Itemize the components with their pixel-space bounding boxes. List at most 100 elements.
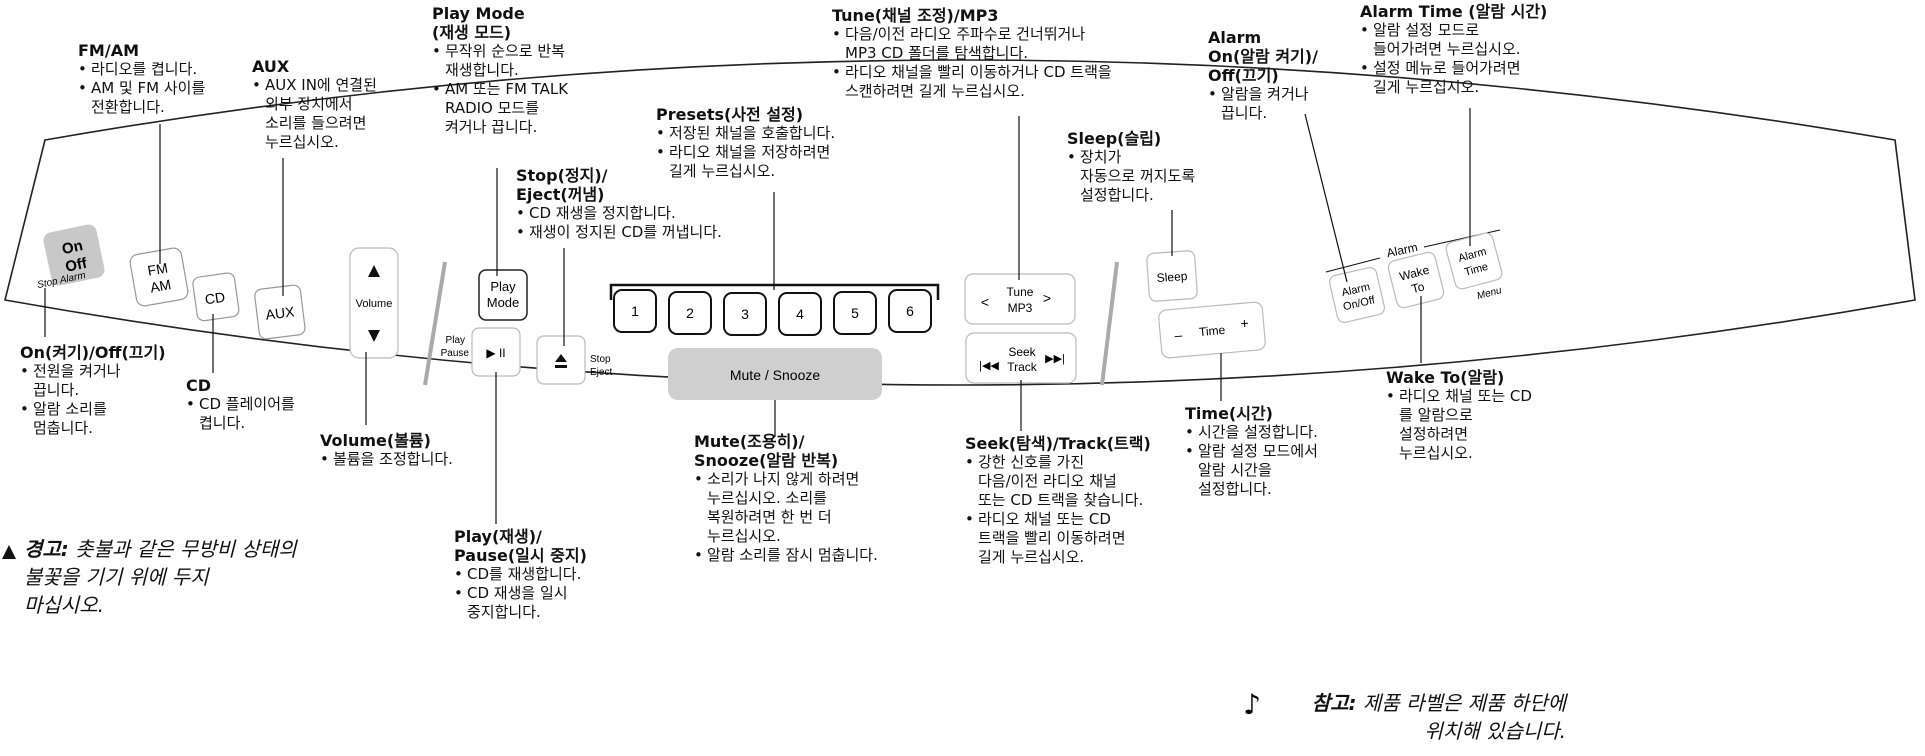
aux-button[interactable]: AUX bbox=[254, 284, 306, 340]
callout-on-off: On(켜기)/Off(끄기) 전원을 켜거나 끕니다. 알람 소리를 멈춥니다. bbox=[20, 343, 210, 438]
callout-bullet: 알람 설정 모드에서 알람 시간을 설정합니다. bbox=[1185, 442, 1365, 499]
alarm-group-label: Alarm bbox=[1385, 240, 1419, 260]
time-minus-icon: – bbox=[1174, 327, 1183, 344]
preset-1-button[interactable]: 1 bbox=[613, 289, 657, 333]
callout-wake-to: Wake To(알람) 라디오 채널 또는 CD 를 알람으로 설정하려면 누르… bbox=[1386, 368, 1586, 463]
svg-text:Volume: Volume bbox=[356, 298, 393, 310]
svg-text:Off: Off bbox=[64, 254, 90, 275]
callout-bullet: 다음/이전 라디오 주파수로 건너뛰거나 MP3 CD 폴더를 탐색합니다. bbox=[832, 25, 1162, 63]
tune-mp3-button[interactable]: Tune MP3 < > bbox=[964, 273, 1076, 325]
svg-text:Tune: Tune bbox=[1007, 285, 1034, 299]
volume-down-icon[interactable] bbox=[368, 330, 380, 342]
callout-bullet: 라디오 채널 또는 CD 트랙을 빨리 이동하려면 길게 누르십시오. bbox=[965, 510, 1185, 567]
preset-6-button[interactable]: 6 bbox=[888, 289, 932, 333]
callout-title: Play Mode (재생 모드) bbox=[432, 4, 525, 42]
cd-button[interactable]: CD bbox=[192, 272, 240, 322]
preset-3-button[interactable]: 3 bbox=[723, 292, 767, 336]
volume-up-icon[interactable] bbox=[368, 265, 380, 277]
panel-outline bbox=[4, 59, 1916, 386]
callout-title: Wake To(알람) bbox=[1386, 368, 1505, 387]
callout-bullet: 장치가 자동으로 꺼지도록 설정합니다. bbox=[1067, 148, 1257, 205]
time-button[interactable]: Time – + bbox=[1158, 301, 1266, 359]
preset-2-button[interactable]: 2 bbox=[668, 291, 712, 335]
callout-bullet: 알람 소리를 잠시 멈춥니다. bbox=[694, 546, 934, 565]
svg-text:AM: AM bbox=[149, 276, 172, 295]
note-label: 참고: bbox=[1311, 691, 1357, 715]
stop-eject-label: Stop bbox=[590, 354, 611, 365]
callout-time: Time(시간) 시간을 설정합니다. 알람 설정 모드에서 알람 시간을 설정… bbox=[1185, 404, 1365, 499]
callout-bullet: 전원을 켜거나 끕니다. bbox=[20, 362, 210, 400]
panel-divider bbox=[1100, 261, 1119, 386]
sleep-button[interactable]: Sleep bbox=[1146, 250, 1198, 302]
callout-volume: Volume(볼륨) 볼륨을 조정합니다. bbox=[320, 431, 510, 469]
callout-title: Alarm Time (알람 시간) bbox=[1360, 2, 1548, 21]
callout-title: Volume(볼륨) bbox=[320, 431, 431, 450]
callout-title: Tune(채널 조정)/MP3 bbox=[832, 6, 999, 25]
callout-bullet: 알람을 켜거나 끕니다. bbox=[1208, 85, 1368, 123]
music-note-icon: ♪ bbox=[1243, 688, 1261, 721]
stop-eject-label: Eject bbox=[590, 367, 612, 378]
callout-fm-am: FM/AM 라디오를 켭니다. AM 및 FM 사이를 전환합니다. bbox=[78, 41, 238, 117]
svg-text:6: 6 bbox=[906, 303, 914, 319]
svg-text:Seek: Seek bbox=[1008, 345, 1036, 359]
svg-text:Play: Play bbox=[490, 279, 516, 294]
play-pause-label: Pause bbox=[441, 348, 470, 359]
svg-text:1: 1 bbox=[631, 303, 639, 319]
callout-bullet: 재생이 정지된 CD를 꺼냅니다. bbox=[516, 223, 786, 242]
leader-lines bbox=[44, 108, 1471, 524]
svg-text:3: 3 bbox=[741, 306, 749, 322]
preset-5-button[interactable]: 5 bbox=[833, 291, 877, 335]
callout-title: Play(재생)/ Pause(일시 중지) bbox=[454, 527, 587, 565]
stop-eject-button[interactable] bbox=[536, 335, 586, 385]
callout-bullet: 소리가 나지 않게 하려면 누르십시오. 소리를 복원하려면 한 번 더 누르십… bbox=[694, 470, 934, 546]
callout-title: CD bbox=[186, 376, 212, 395]
callout-bullet: 저장된 채널을 호출합니다. bbox=[656, 124, 896, 143]
callout-title: Seek(탐색)/Track(트랙) bbox=[965, 434, 1151, 453]
callout-aux: AUX AUX IN에 연결된 외부 장치에서 소리를 들으려면 누르십시오. bbox=[252, 57, 422, 152]
callout-bullet: AUX IN에 연결된 외부 장치에서 소리를 들으려면 누르십시오. bbox=[252, 76, 422, 152]
callout-title: AUX bbox=[252, 57, 290, 76]
callout-title: Alarm On(알람 켜기)/ Off(끄기) bbox=[1208, 28, 1318, 85]
callout-cd: CD CD 플레이어를 켭니다. bbox=[186, 376, 336, 433]
on-off-button[interactable]: On Off bbox=[42, 223, 106, 287]
seek-forward-icon: ▶▶| bbox=[1045, 353, 1065, 365]
fm-am-button[interactable]: FM AM bbox=[129, 247, 189, 307]
warning-note: 경고: 촛불과 같은 무방비 상태의 불꽃을 기기 위에 두지 마십시오. bbox=[24, 535, 354, 619]
seek-back-icon: |◀◀ bbox=[979, 360, 999, 372]
callout-bullet: 무작위 순으로 반복 재생합니다. bbox=[432, 42, 632, 80]
volume-button[interactable]: Volume bbox=[349, 247, 399, 359]
svg-text:MP3: MP3 bbox=[1008, 301, 1033, 315]
callout-bullet: 라디오 채널을 저장하려면 길게 누르십시오. bbox=[656, 143, 896, 181]
callout-title: Mute(조용히)/ Snooze(알람 반복) bbox=[694, 432, 839, 470]
svg-text:5: 5 bbox=[851, 305, 859, 321]
callout-stop-eject: Stop(정지)/ Eject(꺼냄) CD 재생을 정지합니다. 재생이 정지… bbox=[516, 166, 786, 242]
preset-4-button[interactable]: 4 bbox=[778, 292, 822, 336]
svg-text:AUX: AUX bbox=[265, 303, 296, 322]
warning-label: 경고: bbox=[24, 537, 69, 561]
eject-icon bbox=[555, 354, 567, 368]
play-mode-button[interactable]: Play Mode bbox=[478, 269, 528, 321]
callout-seek-track: Seek(탐색)/Track(트랙) 강한 신호를 가진 다음/이전 라디오 채… bbox=[965, 434, 1185, 567]
svg-text:On: On bbox=[60, 237, 84, 258]
callout-tune: Tune(채널 조정)/MP3 다음/이전 라디오 주파수로 건너뛰거나 MP3… bbox=[832, 6, 1162, 101]
warning-icon bbox=[2, 545, 16, 559]
play-pause-button[interactable]: ▶ II bbox=[471, 327, 521, 377]
callout-play-mode: Play Mode (재생 모드) 무작위 순으로 반복 재생합니다. AM 또… bbox=[432, 4, 632, 137]
wake-to-button[interactable]: Wake To bbox=[1387, 251, 1445, 309]
callout-bullet: AM 또는 FM TALK RADIO 모드를 켜거나 끕니다. bbox=[432, 80, 632, 137]
svg-text:Track: Track bbox=[1007, 360, 1038, 374]
warning-text: 촛불과 같은 무방비 상태의 불꽃을 기기 위에 두지 마십시오. bbox=[24, 537, 297, 617]
seek-track-button[interactable]: Seek Track |◀◀ ▶▶| bbox=[965, 332, 1077, 384]
time-plus-icon: + bbox=[1240, 315, 1250, 332]
callout-bullet: 라디오 채널을 빨리 이동하거나 CD 트랙을 스캔하려면 길게 누르십시오. bbox=[832, 63, 1162, 101]
alarm-on-off-button[interactable]: Alarm On/Off bbox=[1328, 266, 1386, 324]
mute-snooze-button[interactable]: Mute / Snooze bbox=[668, 348, 882, 400]
svg-text:4: 4 bbox=[796, 306, 804, 322]
callout-title: On(켜기)/Off(끄기) bbox=[20, 343, 166, 362]
callout-bullet: CD 재생을 일시 중지합니다. bbox=[454, 584, 634, 622]
callout-bullet: CD 플레이어를 켭니다. bbox=[186, 395, 336, 433]
callout-bullet: 알람 소리를 멈춥니다. bbox=[20, 400, 210, 438]
alarm-time-button[interactable]: Alarm Time bbox=[1445, 232, 1504, 291]
play-pause-label: Play bbox=[446, 335, 465, 346]
